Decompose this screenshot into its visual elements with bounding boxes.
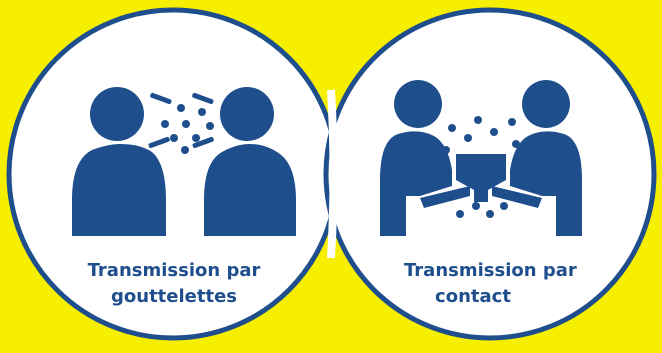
contact-label-line2: contact bbox=[435, 286, 511, 307]
droplet-transmission-label: Transmission par gouttelettes bbox=[86, 258, 262, 310]
contact-label-line1: Transmission par bbox=[404, 260, 577, 281]
droplet-label-line1: Transmission par bbox=[87, 260, 261, 281]
droplet-transmission-icon bbox=[72, 87, 296, 236]
contact-transmission-icon bbox=[380, 80, 582, 236]
droplet-label-line2: gouttelettes bbox=[111, 286, 237, 307]
contact-transmission-label: Transmission par contact bbox=[404, 258, 577, 310]
